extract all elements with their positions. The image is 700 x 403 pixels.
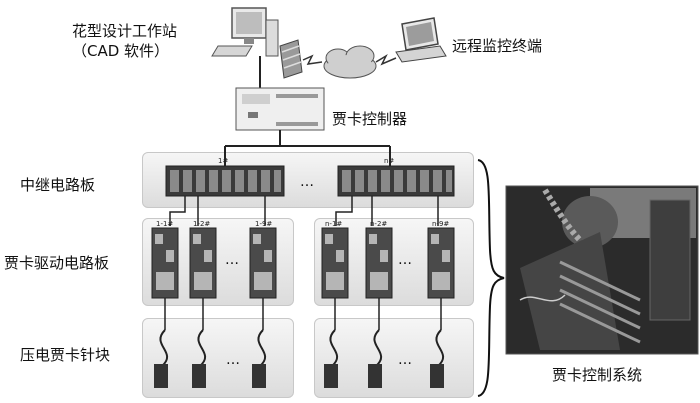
needle-block-1-2 [192,364,206,388]
driver-board-label: 贾卡驱动电路板 [4,254,110,272]
laptop-icon [395,17,447,63]
driver-tag-n-2: n-2# [370,220,388,228]
needle-block-1-1 [154,364,168,388]
driver-tag-1-9: 1-9# [255,220,273,228]
driver-ellipsis-1: … [225,252,239,268]
driver-tag-1-1: 1-1# [156,220,174,228]
relay-board-label: 中继电路板 [20,176,96,194]
needle-block-n-9 [430,364,444,388]
grouping-brace [477,159,505,397]
needle-panel-group-n [314,318,474,398]
controller-label: 贾卡控制器 [332,110,408,128]
driver-tag-1-2: 1-2# [193,220,211,228]
needle-block-label: 压电贾卡针块 [20,346,111,364]
needle-ellipsis-1: … [226,352,240,368]
cad-station-subtitle: （CAD 软件） [72,42,170,60]
relay-rack-1 [165,165,285,197]
relay-tag-n: n# [384,157,395,165]
needle-block-1-9 [252,364,266,388]
cloud-icon [323,45,377,79]
relay-tag-1: 1# [218,157,229,165]
firewall-icon [279,39,303,79]
relay-ellipsis: … [300,174,314,190]
jacquard-controller-icon [235,87,325,131]
jacquard-system-photo [505,185,699,355]
relay-rack-n [337,165,455,197]
remote-terminal-label: 远程监控终端 [452,37,543,55]
needle-block-n-1 [324,364,338,388]
needle-block-n-2 [368,364,382,388]
driver-tag-n-9: n-9# [432,220,450,228]
needle-ellipsis-n: … [398,352,412,368]
cad-station-title: 花型设计工作站 [72,22,178,40]
workstation-monitor-icon [211,7,279,57]
driver-tag-n-1: n-1# [325,220,343,228]
photo-caption: 贾卡控制系统 [552,366,643,384]
driver-ellipsis-n: … [398,252,412,268]
